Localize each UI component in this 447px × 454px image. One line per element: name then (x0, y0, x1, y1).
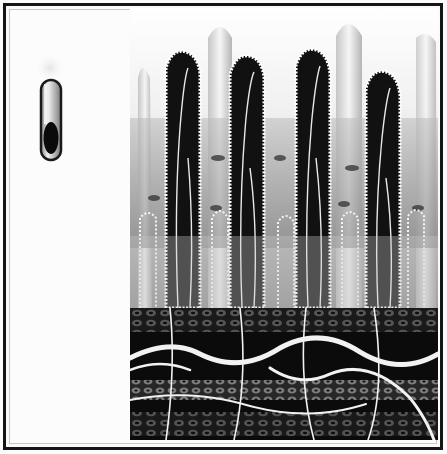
crypt-zone (130, 236, 438, 308)
tube-glint (44, 84, 47, 124)
villi-illustration (130, 8, 438, 440)
tube-contents (44, 122, 59, 154)
test-tube-icon (30, 52, 70, 170)
submucosa-cells-top (130, 308, 438, 332)
submucosa-cells-bottom (130, 412, 438, 436)
tube-vapor (36, 54, 64, 82)
